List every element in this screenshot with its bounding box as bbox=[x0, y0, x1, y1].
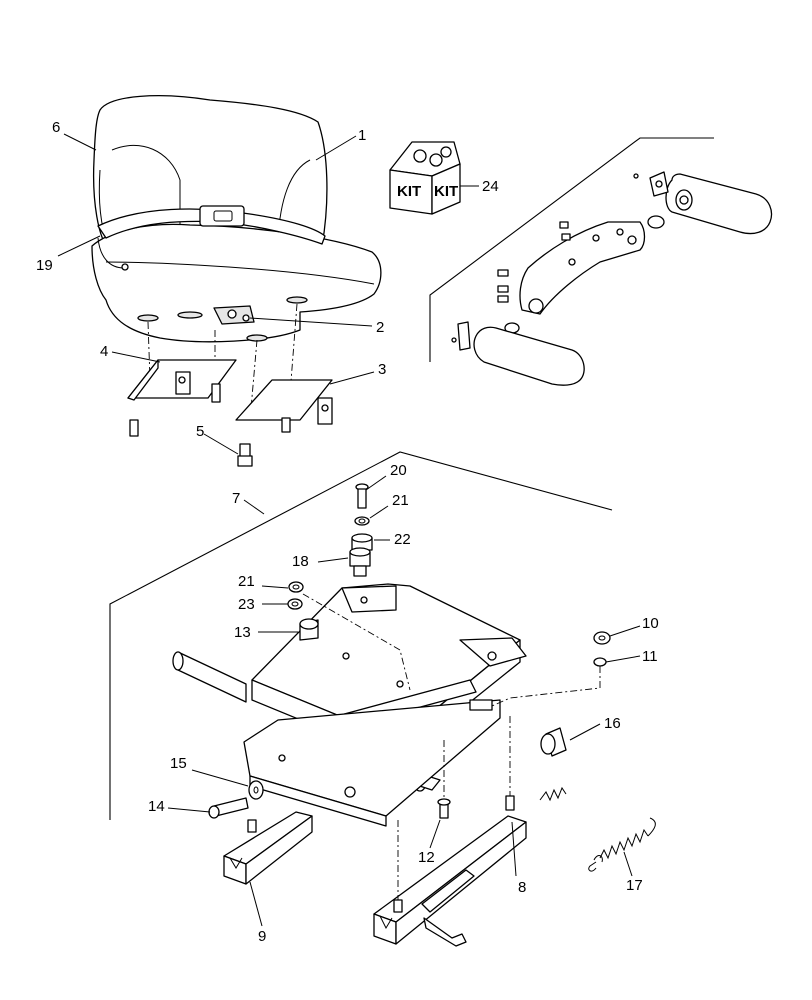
spring-small-icon bbox=[539, 786, 567, 802]
callout-13: 13 bbox=[234, 624, 251, 641]
bushing-22-icon bbox=[351, 533, 373, 551]
slide-rail-8-icon bbox=[373, 795, 527, 947]
callout-11: 11 bbox=[642, 648, 658, 665]
seat-bracket-left-icon bbox=[127, 359, 237, 437]
callout-18: 18 bbox=[292, 553, 309, 570]
callout-8: 8 bbox=[518, 879, 526, 896]
callout-21-top: 21 bbox=[392, 492, 409, 509]
seat-cushion-icon bbox=[91, 95, 382, 343]
callout-24: 24 bbox=[482, 178, 499, 195]
kit-label-left: KIT bbox=[397, 183, 421, 200]
callout-16: 16 bbox=[604, 715, 621, 732]
callout-15: 15 bbox=[170, 755, 187, 772]
washer-21-top-icon bbox=[354, 516, 370, 526]
kit-label-right: KIT bbox=[434, 183, 458, 200]
callout-labels: 6 1 19 2 4 3 5 24 7 20 21 22 18 21 23 13… bbox=[36, 119, 659, 945]
callout-4: 4 bbox=[100, 343, 108, 360]
callout-7: 7 bbox=[232, 490, 240, 507]
bolt-14-icon bbox=[208, 797, 249, 819]
washer-11-icon bbox=[593, 657, 607, 667]
seat-suspension-icon bbox=[172, 583, 527, 827]
callout-21-left: 21 bbox=[238, 573, 255, 590]
nut-10-icon bbox=[593, 631, 611, 645]
bolt-12-icon bbox=[437, 798, 451, 819]
leader-lines bbox=[57, 133, 641, 927]
callout-23: 23 bbox=[238, 596, 255, 613]
washer-21-left-icon bbox=[288, 581, 304, 593]
bumper-16-icon bbox=[540, 727, 567, 757]
callout-5: 5 bbox=[196, 423, 204, 440]
slide-rail-9-icon bbox=[223, 811, 313, 885]
callout-3: 3 bbox=[378, 361, 386, 378]
bolt-20-icon bbox=[355, 483, 369, 509]
seat-bracket-right-icon bbox=[235, 379, 333, 433]
callout-17: 17 bbox=[626, 877, 643, 894]
callout-20: 20 bbox=[390, 462, 407, 479]
callout-22: 22 bbox=[394, 531, 411, 548]
bolt-5-icon bbox=[237, 443, 253, 467]
spring-17-icon bbox=[588, 817, 656, 872]
bumper-13-icon bbox=[299, 618, 319, 641]
bushing-18-icon bbox=[349, 547, 371, 577]
callout-6: 6 bbox=[52, 119, 60, 136]
washer-15-icon bbox=[248, 780, 264, 800]
callout-14: 14 bbox=[148, 798, 165, 815]
callout-12: 12 bbox=[418, 849, 435, 866]
callout-19: 19 bbox=[36, 257, 53, 274]
callout-10: 10 bbox=[642, 615, 659, 632]
kit-box-icon: KIT KIT bbox=[389, 141, 461, 215]
armrest-kit-icon bbox=[451, 171, 773, 386]
armrest-frame bbox=[429, 137, 714, 362]
callout-1: 1 bbox=[358, 127, 366, 144]
callout-2: 2 bbox=[376, 319, 384, 336]
nut-23-icon bbox=[287, 598, 303, 610]
suspension-frame bbox=[109, 451, 613, 820]
callout-9: 9 bbox=[258, 928, 266, 945]
